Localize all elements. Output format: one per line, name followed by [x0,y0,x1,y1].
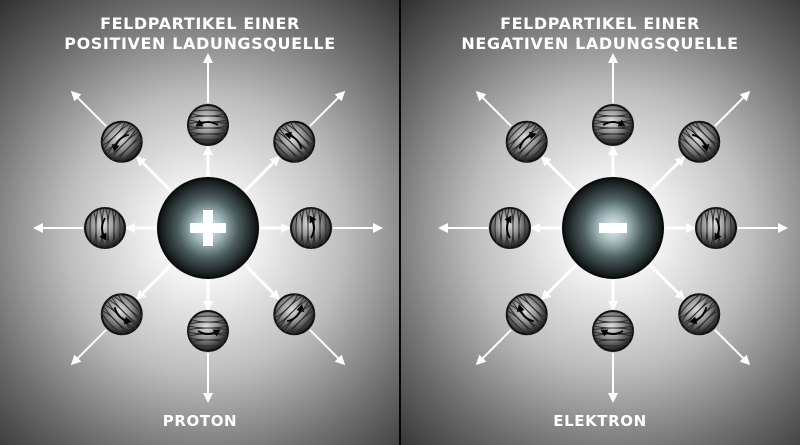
field-arrow-inner-nw [135,155,173,193]
right-title-line2: NEGATIVEN LADUNGSQUELLE [461,34,739,53]
field-particles [84,104,332,352]
field-particle-sw [505,293,548,336]
field-lines [438,53,788,403]
field-particle-w [84,207,126,249]
field-lines [33,53,383,403]
left-title-line1: FELDPARTIKEL EINER [100,14,300,33]
field-arrow-inner-nw [540,155,578,193]
field-particle-n [592,104,634,146]
electron-caption: ELEKTRON [553,412,647,430]
field-arrow-inner-ne [243,155,281,193]
field-arrow-outer-nw [70,90,107,127]
electron-source [562,177,664,279]
field-particle-sw [100,293,143,336]
field-arrow-outer-se [714,329,751,366]
field-particle-nw [100,120,143,163]
field-particle-s [592,310,634,352]
proton-source [157,177,259,279]
panel-divider [399,0,401,445]
right-panel: FELDPARTIKEL EINER NEGATIVEN LADUNGSQUEL… [400,0,800,445]
field-particle-w [489,207,531,249]
field-arrow-inner-sw [540,263,578,301]
field-particle-se [678,293,721,336]
field-arrow-outer-se [309,329,346,366]
right-title-line1: FELDPARTIKEL EINER [500,14,700,33]
field-particle-ne [273,120,316,163]
field-arrow-inner-se [243,263,281,301]
field-particle-s [187,310,229,352]
positive-field-diagram [33,53,383,403]
field-arrow-outer-sw [70,329,107,366]
field-particle-ne [678,120,721,163]
field-arrow-outer-sw [475,329,512,366]
minus-icon [599,223,627,233]
left-title-line2: POSITIVEN LADUNGSQUELLE [64,34,336,53]
left-panel: FELDPARTIKEL EINER POSITIVEN LADUNGSQUEL… [0,0,400,445]
field-particles [489,104,737,352]
right-title: FELDPARTIKEL EINER NEGATIVEN LADUNGSQUEL… [400,14,800,54]
field-arrow-outer-ne [309,90,346,127]
field-arrow-outer-nw [475,90,512,127]
field-particle-e [695,207,737,249]
field-arrow-inner-ne [648,155,686,193]
field-particle-e [290,207,332,249]
field-particle-se [273,293,316,336]
field-arrow-inner-sw [135,263,173,301]
proton-caption: PROTON [162,412,238,430]
left-title: FELDPARTIKEL EINER POSITIVEN LADUNGSQUEL… [0,14,400,54]
field-arrow-inner-se [648,263,686,301]
negative-field-diagram [438,53,788,403]
field-particle-nw [505,120,548,163]
field-arrow-outer-ne [714,90,751,127]
field-particle-n [187,104,229,146]
